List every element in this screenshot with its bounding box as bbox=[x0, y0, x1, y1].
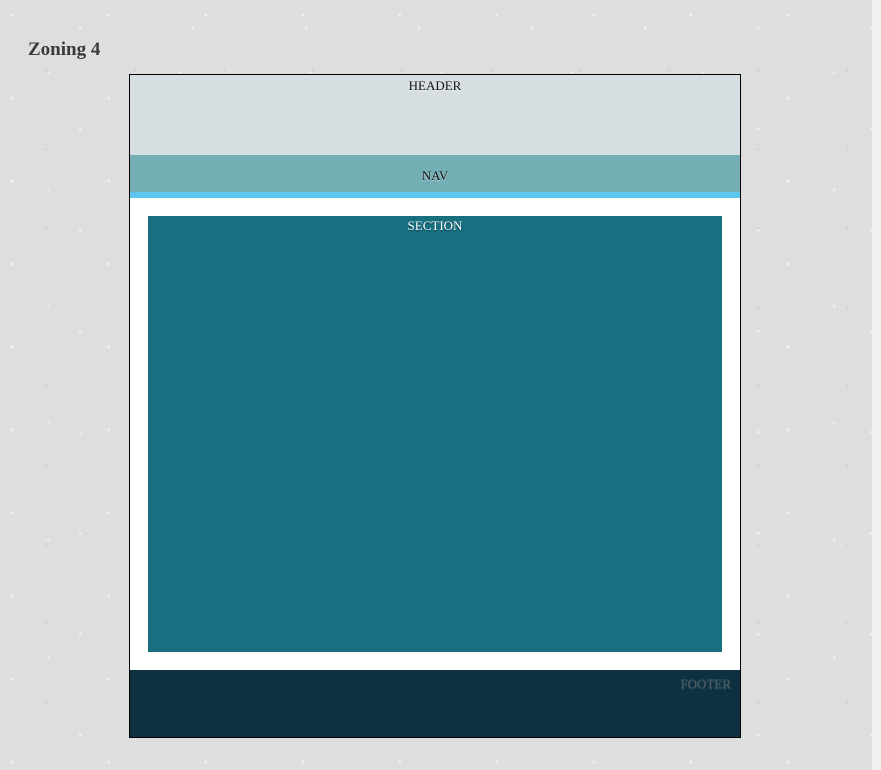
layout-diagram: HEADER NAV SECTION FOOTER bbox=[129, 74, 741, 738]
nav-zone: NAV bbox=[130, 155, 740, 192]
header-zone-label: HEADER bbox=[408, 78, 462, 93]
header-zone: HEADER bbox=[130, 75, 740, 155]
footer-zone: FOOTER bbox=[130, 670, 740, 737]
page-title: Zoning 4 bbox=[28, 39, 101, 60]
nav-accent-strip bbox=[130, 192, 740, 198]
scrollbar-track[interactable] bbox=[872, 0, 881, 770]
nav-zone-label: NAV bbox=[421, 168, 449, 183]
section-zone-label: SECTION bbox=[407, 218, 463, 233]
section-zone: SECTION bbox=[148, 216, 722, 652]
footer-zone-label: FOOTER bbox=[680, 676, 731, 691]
